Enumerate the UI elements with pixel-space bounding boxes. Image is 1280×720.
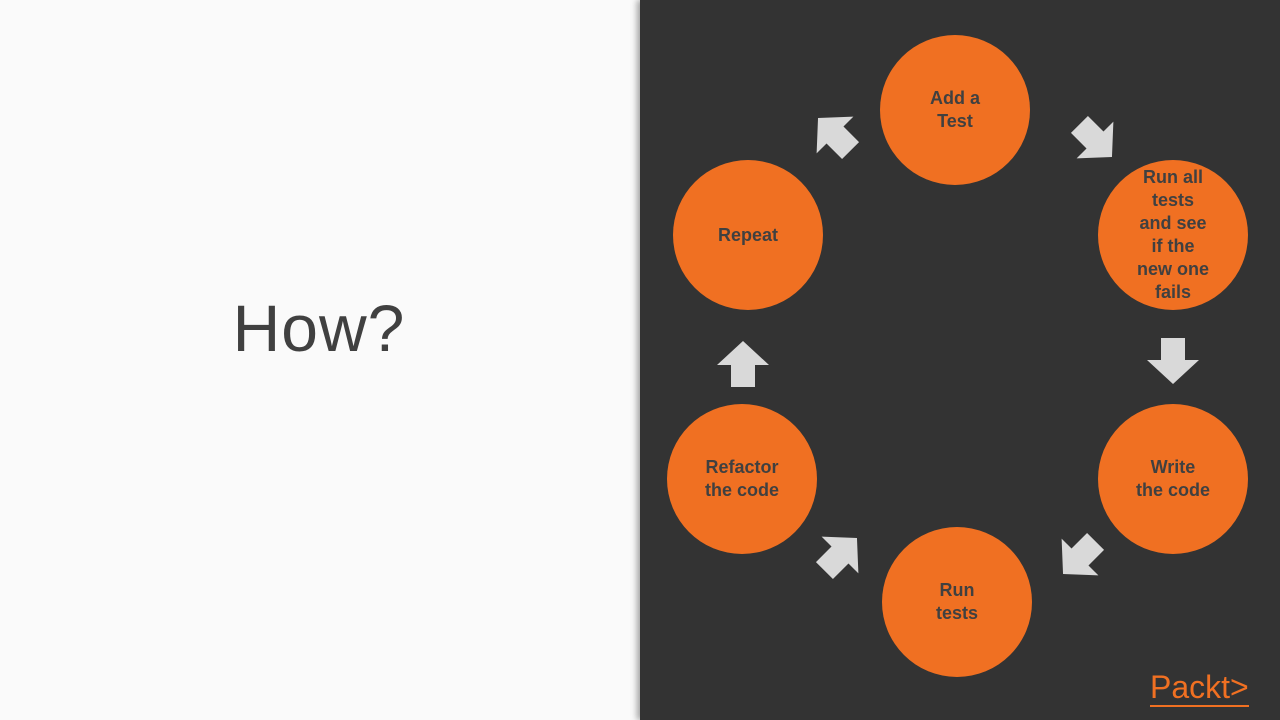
node-label: Run tests: [935, 580, 979, 623]
node-repeat: Repeat: [673, 160, 823, 310]
node-label: Repeat: [717, 224, 779, 245]
arrow-down-icon: [1143, 330, 1203, 390]
node-run-tests: Run tests: [882, 527, 1032, 677]
arrow-down-left-icon: [1038, 515, 1123, 600]
node-run-all-tests: Run all tests and see if the new one fai…: [1098, 160, 1248, 310]
node-refactor: Refactor the code: [667, 404, 817, 554]
arrow-up-icon: [713, 335, 773, 395]
slide-title: How?: [232, 291, 406, 365]
node-add-test: Add a Test: [880, 35, 1030, 185]
arrow-up-left-icon: [798, 513, 883, 598]
node-label: Run all tests and see if the new one fai…: [1136, 167, 1209, 302]
arrow-down-right-icon: [1053, 98, 1138, 183]
node-write-code: Write the code: [1098, 404, 1248, 554]
node-label: Add a Test: [929, 88, 980, 131]
packt-logo: Packt>: [1150, 669, 1249, 707]
node-label: Refactor the code: [704, 457, 779, 500]
node-label: Write the code: [1135, 457, 1210, 500]
left-panel: How?: [0, 0, 638, 720]
arrow-up-right-icon: [793, 93, 878, 178]
